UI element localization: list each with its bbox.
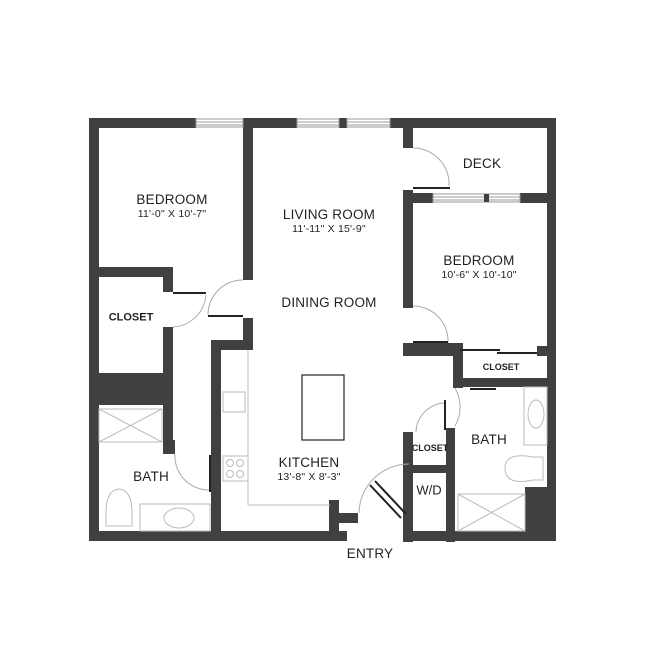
- walls: [89, 118, 556, 542]
- room-dims: 10'-6" X 10'-10": [441, 268, 517, 281]
- room-kitchen: KITCHEN 13'-8" X 8'-3": [277, 455, 340, 483]
- room-closet-2: CLOSET: [482, 361, 520, 372]
- windows: [195, 118, 521, 203]
- room-living-room: LIVING ROOM 11'-11" X 15'-9": [283, 207, 375, 235]
- kitchen-island: [301, 374, 345, 441]
- bath-1-fixtures: [98, 408, 211, 532]
- room-bath-1: BATH: [133, 469, 169, 485]
- room-name: KITCHEN: [278, 455, 340, 471]
- room-wd: W/D: [416, 482, 442, 498]
- entry-label: ENTRY: [346, 546, 394, 562]
- room-dining-room: DINING ROOM: [281, 295, 377, 311]
- door-swings: [172, 147, 461, 514]
- door-leaves: [173, 187, 537, 519]
- room-dims: 11'-11" X 15'-9": [292, 222, 366, 235]
- room-name: LIVING ROOM: [282, 207, 376, 223]
- room-name: BEDROOM: [136, 192, 208, 208]
- room-deck: DECK: [462, 156, 502, 172]
- room-name: BEDROOM: [443, 253, 515, 269]
- room-dims: 13'-8" X 8'-3": [277, 470, 341, 483]
- kitchen-fixtures: [222, 350, 330, 506]
- room-dims: 11'-0" X 10'-7": [137, 207, 207, 220]
- room-closet-3: CLOSET: [411, 442, 449, 453]
- room-bedroom-1: BEDROOM 11'-0" X 10'-7": [136, 192, 207, 220]
- room-bedroom-2: BEDROOM 10'-6" X 10'-10": [441, 253, 516, 281]
- room-closet-1: CLOSET: [108, 311, 154, 324]
- bath-2-fixtures: [457, 386, 548, 532]
- room-bath-2: BATH: [471, 432, 507, 448]
